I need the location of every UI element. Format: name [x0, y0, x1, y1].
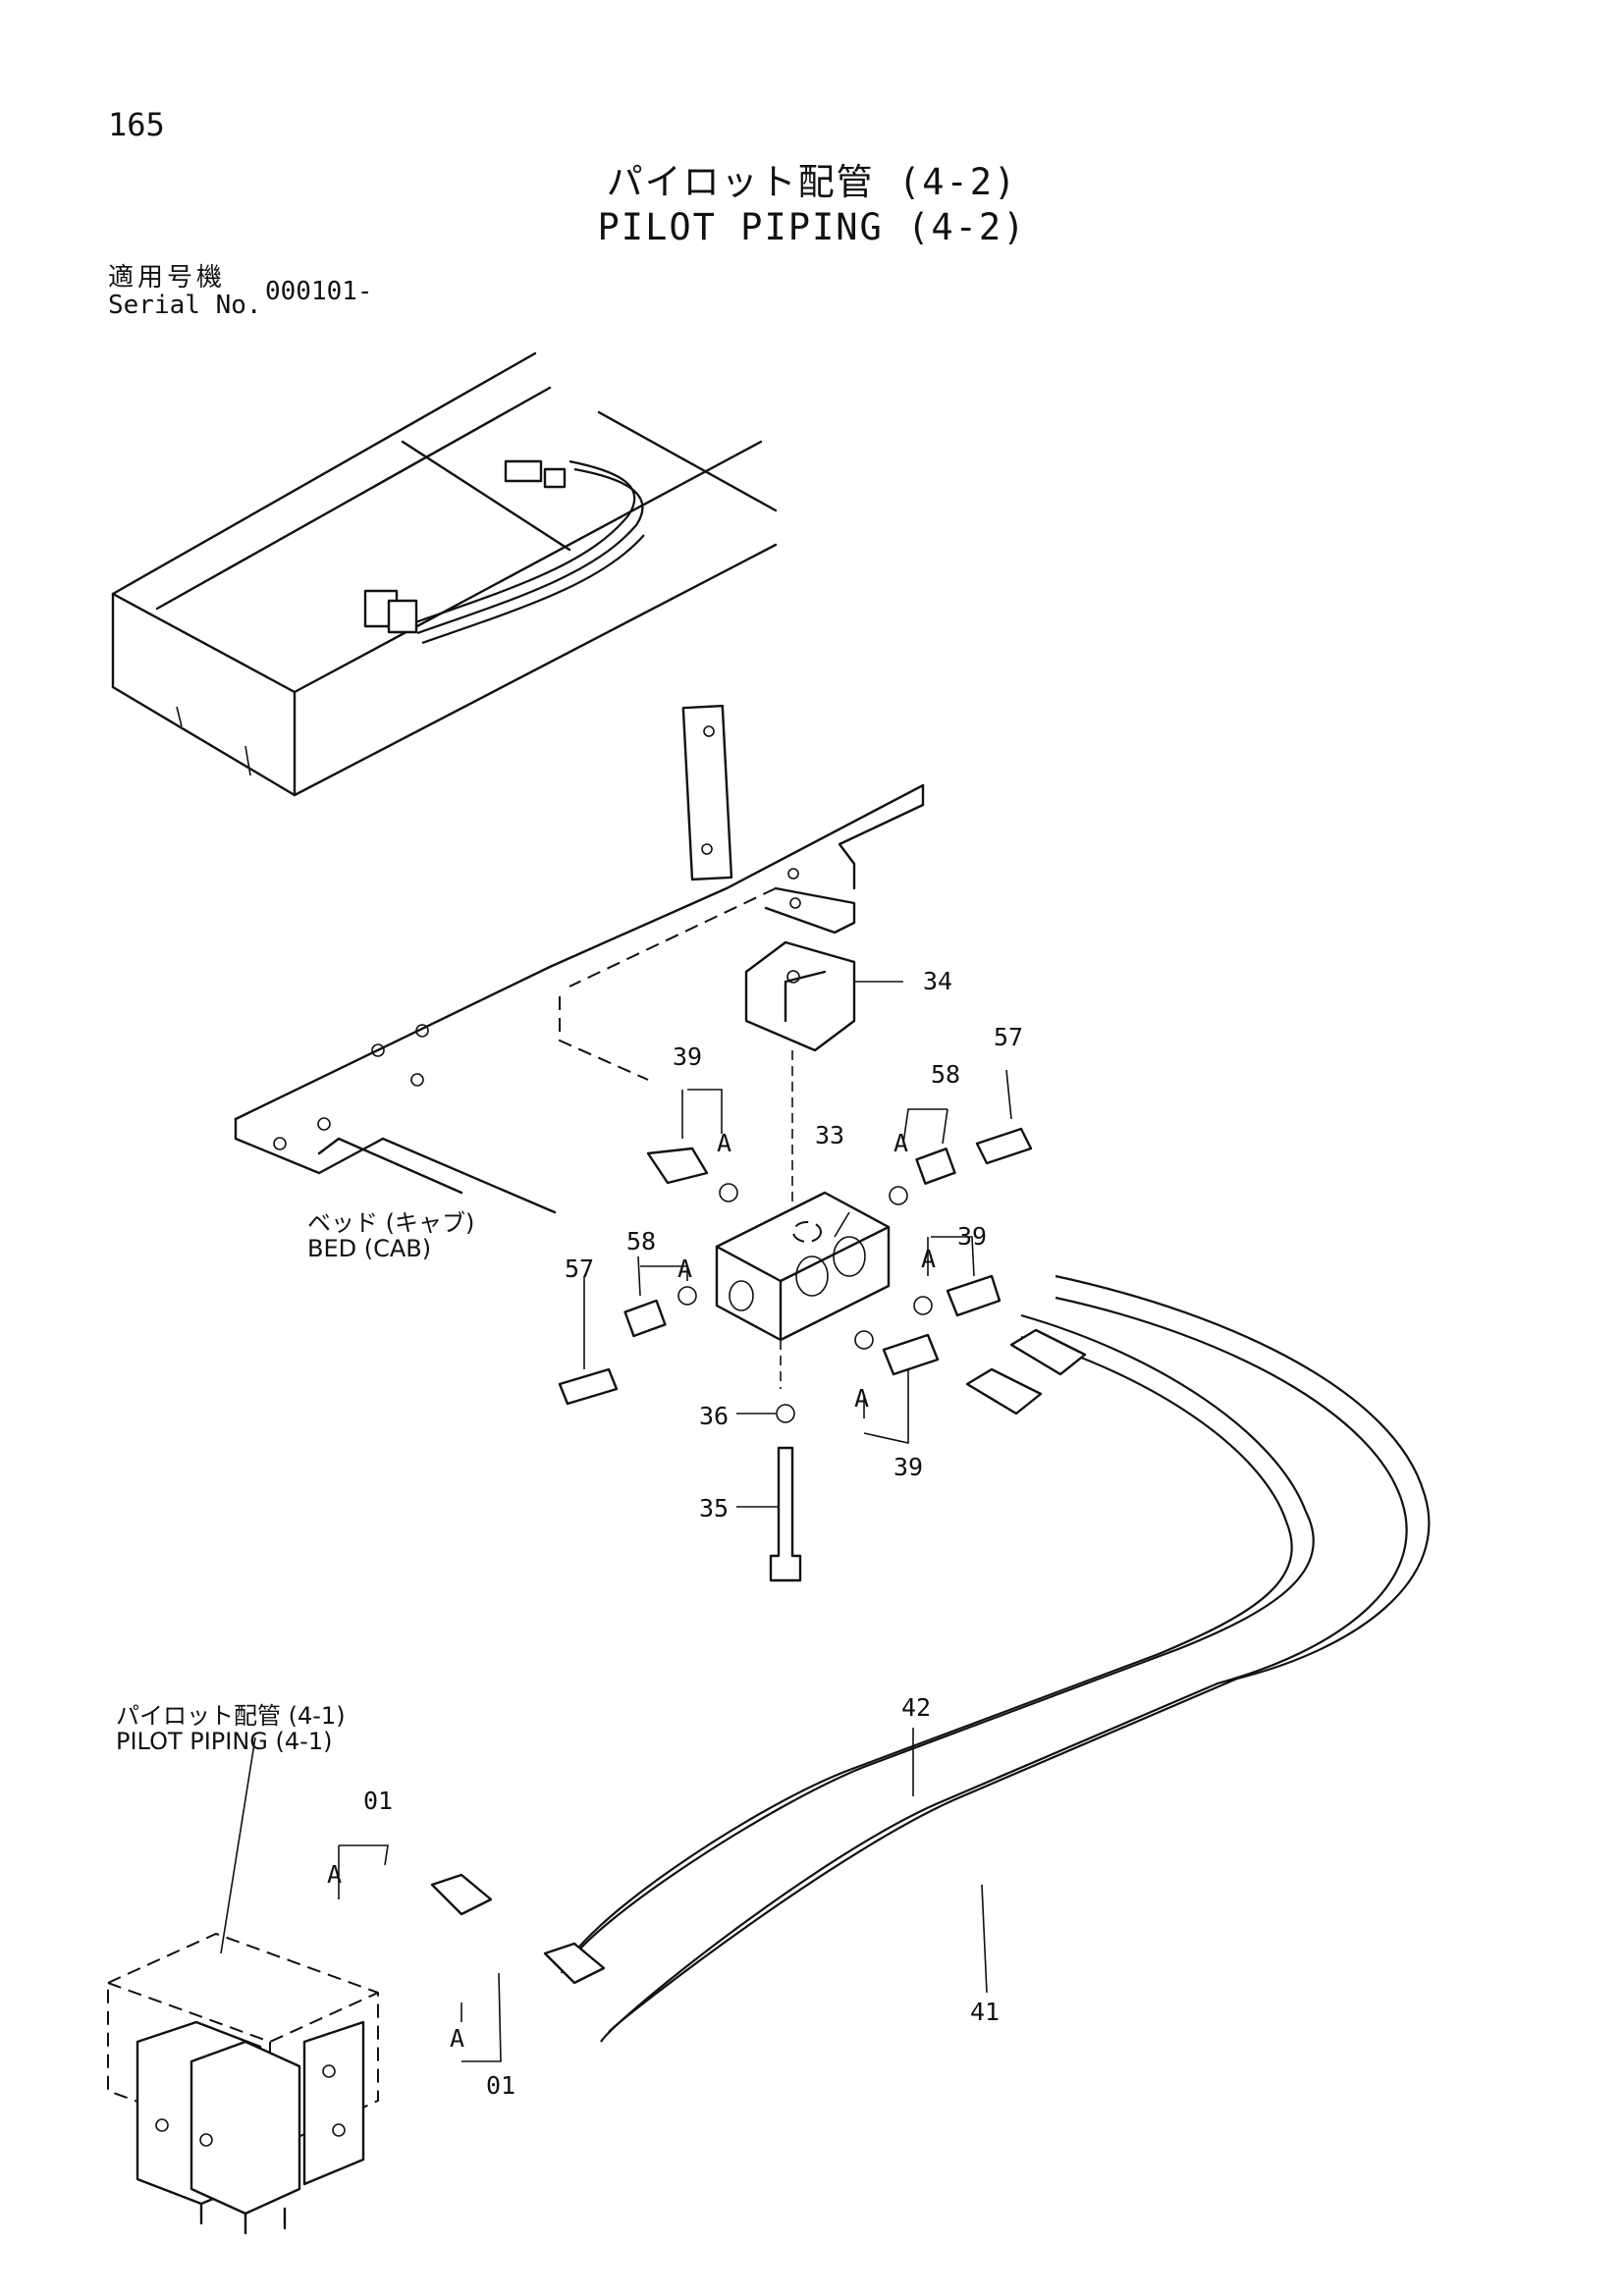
part-34-bracket — [744, 940, 903, 1212]
hoses — [430, 1274, 1431, 2043]
callout-36: 36 — [699, 1402, 730, 1430]
letter-a-2: A — [893, 1129, 909, 1157]
letter-a-4: A — [921, 1245, 937, 1273]
serial-label-jp: 適用号機 — [108, 263, 227, 293]
callout-42: 42 — [901, 1693, 932, 1722]
harness — [363, 459, 645, 645]
letter-a-6: A — [327, 1860, 343, 1889]
page-title-en: PILOT PIPING (4-2) — [597, 206, 1027, 248]
callout-35: 35 — [699, 1494, 730, 1522]
part-33-manifold-block — [715, 1191, 891, 1389]
leader-lines — [220, 1069, 1012, 2062]
callout-58-upper: 58 — [931, 1060, 961, 1089]
callout-34: 34 — [923, 967, 953, 995]
callout-57-lower: 57 — [565, 1255, 595, 1283]
callout-58-lower: 58 — [626, 1227, 657, 1255]
cab-frame — [111, 351, 778, 797]
bed-plate — [234, 704, 925, 1214]
bed-label-jp: ベッド (キャブ) — [307, 1209, 475, 1237]
ref-label-jp: パイロット配管 (4-1) — [116, 1702, 346, 1730]
callout-01-lower: 01 — [486, 2071, 516, 2100]
bed-label-en: BED (CAB) — [307, 1235, 432, 1262]
fittings — [558, 1127, 1033, 1582]
letter-a-3: A — [677, 1255, 693, 1283]
letter-a-1: A — [717, 1129, 732, 1157]
serial-value: 000101- — [265, 277, 373, 306]
callout-39-right: 39 — [957, 1222, 988, 1251]
callout-39-lower: 39 — [893, 1453, 924, 1481]
callout-41: 41 — [970, 1998, 1001, 2026]
serial-label-en: Serial No. — [108, 291, 262, 320]
page-title-jp: パイロット配管 (4-2) — [606, 161, 1018, 203]
pilot-valve-ref — [107, 1932, 379, 2235]
callout-39-upper-left: 39 — [673, 1042, 703, 1071]
ref-label-en: PILOT PIPING (4-1) — [116, 1728, 333, 1755]
callout-01-upper: 01 — [363, 1787, 394, 1815]
callout-57-upper: 57 — [994, 1023, 1024, 1051]
letter-a-5: A — [854, 1384, 870, 1413]
letter-a-7: A — [450, 2024, 465, 2053]
page-number: 165 — [108, 106, 165, 143]
callout-33: 33 — [815, 1121, 845, 1149]
